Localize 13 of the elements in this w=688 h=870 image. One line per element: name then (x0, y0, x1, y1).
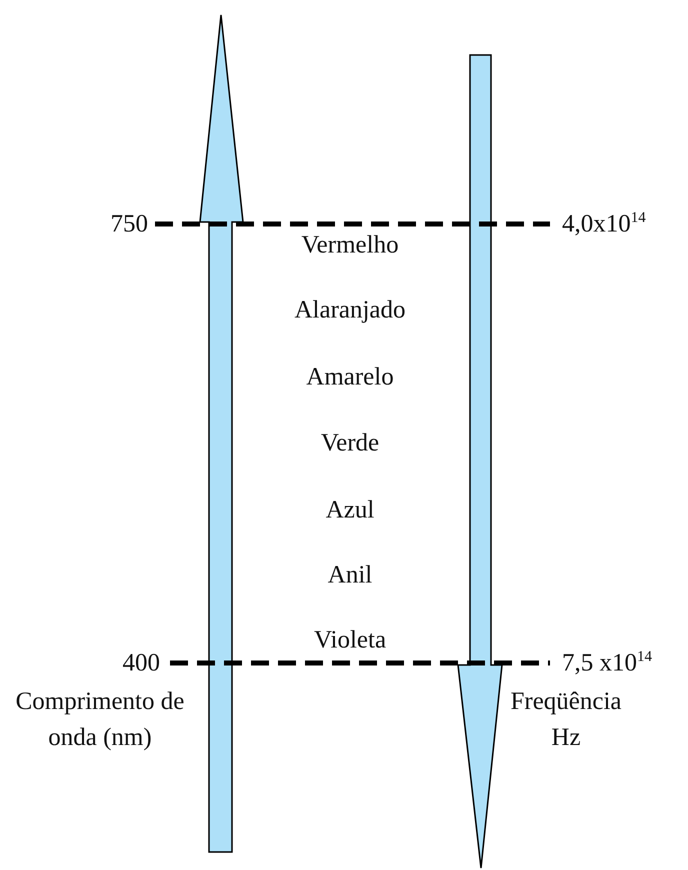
scale-value: 750 (110, 209, 148, 240)
color-label: Azul (326, 495, 374, 526)
color-label: Vermelho (301, 230, 399, 260)
color-label: Violeta (314, 625, 386, 656)
axis-title: Freqüência Hz (509, 686, 623, 753)
color-label: Verde (320, 428, 380, 458)
scale-value: 7,5 x10$^{14}$ (562, 648, 652, 678)
axis-title: Comprimento de onda (nm) (14, 686, 186, 753)
scale-value: 400 (122, 648, 160, 678)
color-label: Amarelo (306, 362, 394, 392)
scale-value: 4,0x10$^{14}$ (562, 209, 646, 240)
color-label: Alaranjado (294, 295, 406, 326)
color-label: Anil (328, 560, 372, 590)
